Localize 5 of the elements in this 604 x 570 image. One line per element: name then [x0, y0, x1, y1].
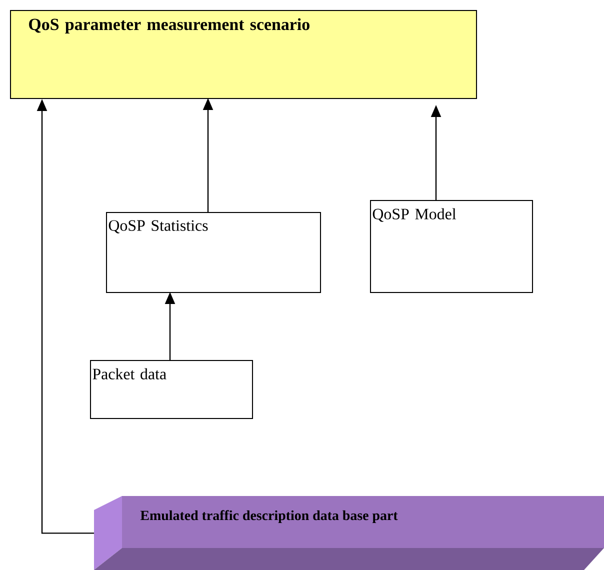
database-bar: Emulated traffic description data base part [94, 496, 604, 570]
process-box: QoSP Statistics [106, 212, 321, 293]
process-box: Packet data [90, 360, 253, 419]
scenario-box: QoS parameter measurement scenario [10, 10, 477, 99]
process-box: QoSP Model [370, 200, 533, 293]
